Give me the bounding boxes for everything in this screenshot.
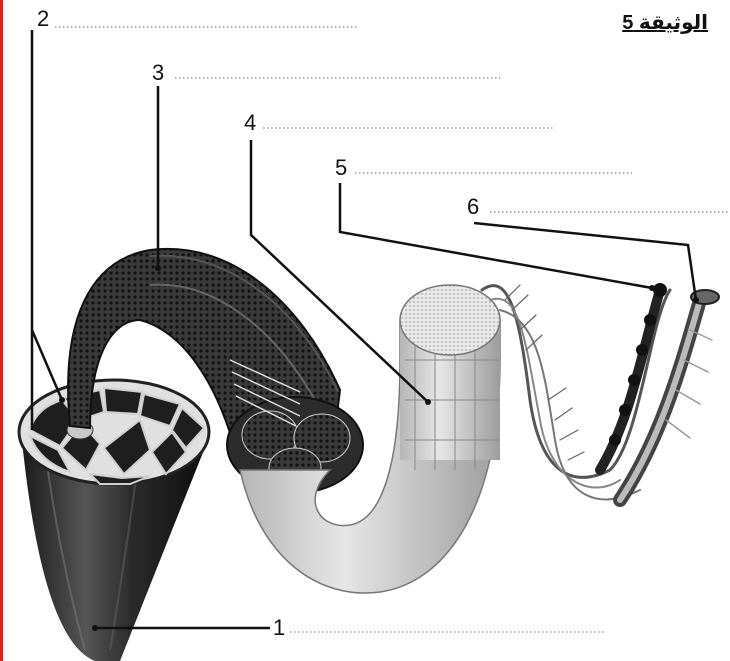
label-number-3: 3 xyxy=(152,62,164,84)
label-number-2: 2 xyxy=(37,8,49,30)
myofibril-bundle xyxy=(482,283,719,500)
label-number-5: 5 xyxy=(335,157,347,179)
leader-line-2b xyxy=(32,330,62,400)
label-number-6: 6 xyxy=(467,196,479,218)
label-number-1: 1 xyxy=(273,617,285,639)
label-number-4: 4 xyxy=(244,112,256,134)
whole-muscle xyxy=(19,380,209,661)
